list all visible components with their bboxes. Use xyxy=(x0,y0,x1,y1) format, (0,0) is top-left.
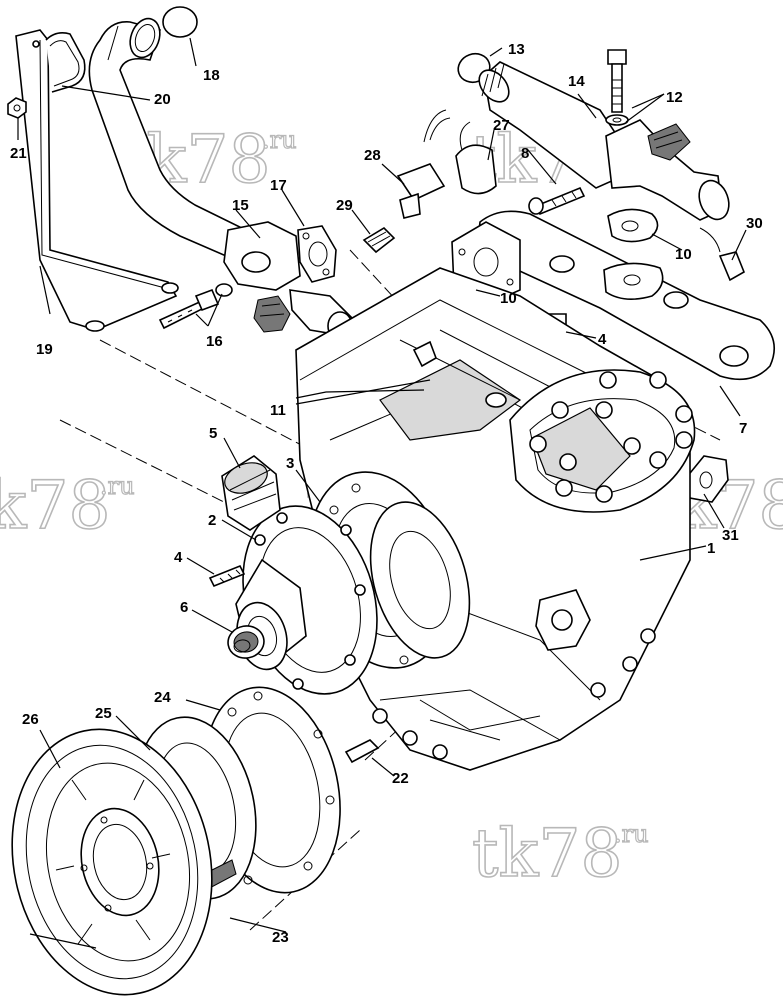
pulley-26 xyxy=(11,728,213,996)
key-22 xyxy=(344,739,380,764)
callout-25: 25 xyxy=(95,705,112,722)
gasket-10-upper xyxy=(607,208,659,243)
callout-15: 15 xyxy=(232,197,249,214)
sensor-30 xyxy=(699,227,746,282)
callout-27: 27 xyxy=(493,117,510,134)
seal-plate-mid xyxy=(369,501,471,659)
watermark-suffix: .ru xyxy=(262,126,297,154)
callout-12: 12 xyxy=(666,89,683,106)
callout-8: 8 xyxy=(521,145,529,162)
u-bolt-20 xyxy=(45,32,86,93)
callout-30: 30 xyxy=(746,215,763,232)
fitting-29 xyxy=(362,226,396,254)
bushing-5 xyxy=(221,455,281,531)
bolt-4-front xyxy=(208,564,246,588)
o-ring-18 xyxy=(162,6,198,38)
callout-1: 1 xyxy=(707,540,715,557)
seal-6 xyxy=(227,625,265,659)
callout-4-top: 4 xyxy=(598,331,607,348)
bolt-12 xyxy=(605,49,629,126)
callout-28: 28 xyxy=(364,147,381,164)
bracket-19 xyxy=(15,29,179,332)
callout-17: 17 xyxy=(270,177,287,194)
callout-24: 24 xyxy=(154,689,171,706)
callout-13: 13 xyxy=(508,41,525,58)
bolt-16 xyxy=(158,283,233,330)
watermark-suffix: .ru xyxy=(614,820,649,848)
callout-21: 21 xyxy=(10,145,27,162)
sensor-27 xyxy=(455,121,497,195)
callout-22: 22 xyxy=(392,770,409,787)
watermark-suffix: .ru xyxy=(100,472,135,500)
callout-20: 20 xyxy=(154,91,171,108)
callout-2: 2 xyxy=(208,512,216,529)
callout-29: 29 xyxy=(336,197,353,214)
callout-4-front: 4 xyxy=(174,549,183,566)
callout-31: 31 xyxy=(722,527,739,544)
callout-10-upper: 10 xyxy=(675,246,692,263)
gasket-17 xyxy=(297,225,337,283)
callout-10-lower: 10 xyxy=(500,290,517,307)
callout-23: 23 xyxy=(272,929,289,946)
watermark-text: tk78 xyxy=(0,467,111,544)
callout-5: 5 xyxy=(209,425,217,442)
watermark-text: tk78 xyxy=(472,815,623,892)
callout-7: 7 xyxy=(739,420,747,437)
callout-19: 19 xyxy=(36,341,53,358)
callout-labels: 1 2 3 4 4 5 6 7 8 10 10 11 12 13 14 15 1… xyxy=(10,41,763,946)
nut-21 xyxy=(7,97,27,119)
pressure-switch-28 xyxy=(396,109,451,219)
suction-pipe-14 xyxy=(478,61,730,221)
callout-3: 3 xyxy=(286,455,294,472)
service-valve-15 xyxy=(223,221,353,341)
bolt-8 xyxy=(528,186,586,216)
callout-14: 14 xyxy=(568,73,585,90)
callout-6: 6 xyxy=(180,599,188,616)
callout-11: 11 xyxy=(270,402,286,419)
callout-26: 26 xyxy=(22,711,39,728)
leader-lines xyxy=(17,37,747,949)
callout-16: 16 xyxy=(206,333,223,350)
callout-18: 18 xyxy=(203,67,220,84)
